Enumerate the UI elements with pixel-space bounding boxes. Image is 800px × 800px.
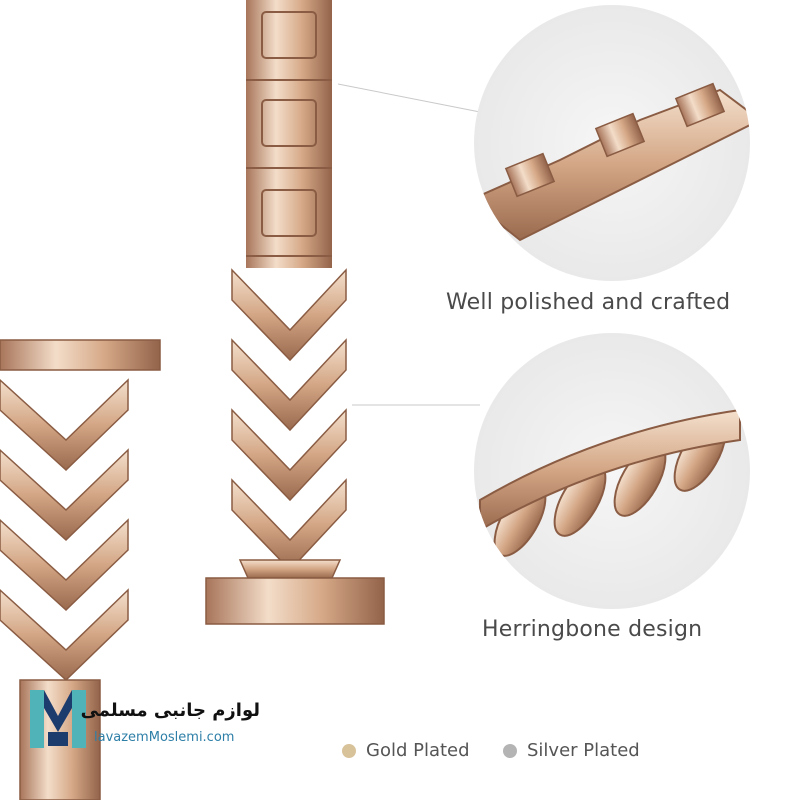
- logo-persian-text: لوازم جانبی مسلمی: [80, 700, 260, 721]
- legend-silver-label: Silver Plated: [527, 740, 640, 761]
- zoom-circle-herringbone: [474, 333, 750, 609]
- band-connector: [205, 577, 385, 625]
- band-link-section: [246, 0, 332, 268]
- legend-gold: Gold Plated: [342, 740, 470, 761]
- band-herringbone-section: [231, 268, 347, 579]
- logo-url-text: lavazemMoslemi.com: [94, 730, 235, 745]
- silver-swatch: [503, 743, 517, 758]
- gold-swatch: [342, 743, 356, 758]
- caption-herringbone: Herringbone design: [482, 617, 703, 642]
- legend-silver: Silver Plated: [503, 740, 640, 761]
- store-logo: لوازم جانبی مسلمی lavazemMoslemi.com: [28, 686, 260, 756]
- zoom-circle-links: [474, 5, 750, 281]
- legend-gold-label: Gold Plated: [366, 740, 470, 761]
- m-letter-logo-icon: [30, 690, 86, 748]
- caption-polished: Well polished and crafted: [446, 290, 731, 315]
- pointer-line-top: [337, 83, 481, 113]
